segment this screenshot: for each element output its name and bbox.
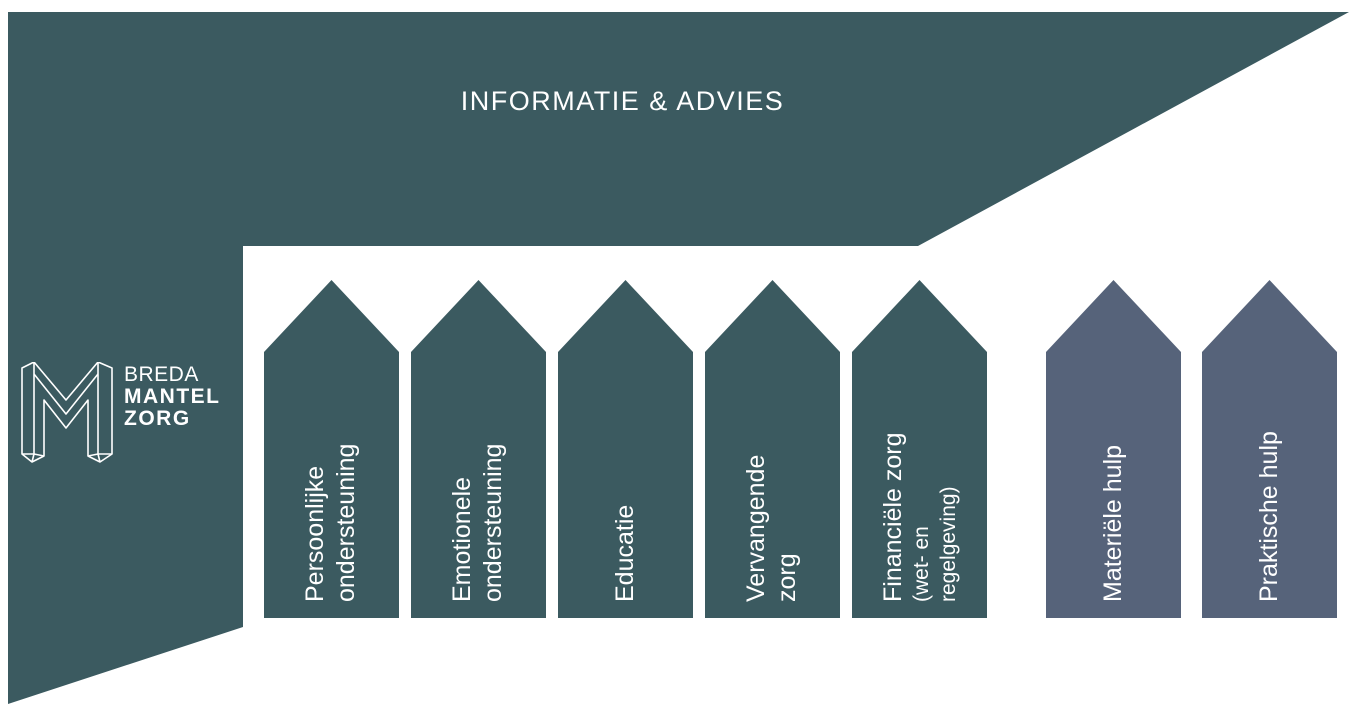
pillar-label-line: zorg [773, 553, 802, 602]
pillar-arrow: Materiële hulp [1046, 280, 1181, 618]
pillar-arrow-shape [1046, 280, 1181, 618]
logo-text-mantel: MANTEL [124, 385, 221, 408]
pillar-arrow-shape [852, 280, 987, 618]
pillar-label-line: ondersteuning [332, 443, 361, 602]
breda-mantelzorg-logo: BREDA MANTEL ZORG [18, 362, 248, 472]
m-logo-icon [21, 362, 113, 463]
pillar-label-line: Persoonlijke [301, 465, 329, 602]
header-title: INFORMATIE & ADVIES [460, 86, 785, 116]
pillar-label-line: Praktische hulp [1255, 431, 1283, 602]
pillar-arrow: Praktische hulp [1202, 280, 1337, 618]
pillar-arrow-shape [411, 280, 546, 618]
pillar-label-line: regelgeving) [936, 486, 959, 602]
pillar-label: Materiële hulp [1098, 445, 1129, 602]
pillar-label-line: Emotionele [448, 476, 476, 602]
pillar-label-line: ondersteuning [479, 443, 508, 602]
pillar-label: Praktische hulp [1254, 431, 1285, 602]
pillar-label-line: Educatie [611, 504, 639, 602]
pillar-arrow-shape [705, 280, 840, 618]
pillar-arrow-body [411, 280, 546, 618]
pillar-label-line: Materiële hulp [1099, 444, 1127, 602]
pillar-arrow-body [558, 280, 693, 618]
pillar-arrow-body [1202, 280, 1337, 618]
pillar-label-line: (wet- en [909, 526, 933, 602]
pillar-arrow: Educatie [558, 280, 693, 618]
pillar-arrow-body [705, 280, 840, 618]
pillar-label-line: Financiële zorg [878, 432, 907, 602]
pillar-label: Educatie [610, 505, 641, 602]
pillar-arrow-shape [264, 280, 399, 618]
information-band [8, 12, 1349, 704]
pillar-arrow-body [852, 280, 987, 618]
pillar-arrow-shape [1202, 280, 1337, 618]
pillar-arrow-body [264, 280, 399, 618]
logo-text-breda: BREDA [124, 363, 199, 386]
logo-text-zorg: ZORG [124, 407, 191, 430]
pillar-arrow-shape [558, 280, 693, 618]
pillar-arrow-body [1046, 280, 1181, 618]
pillar-label-line: Vervangende [742, 454, 770, 602]
